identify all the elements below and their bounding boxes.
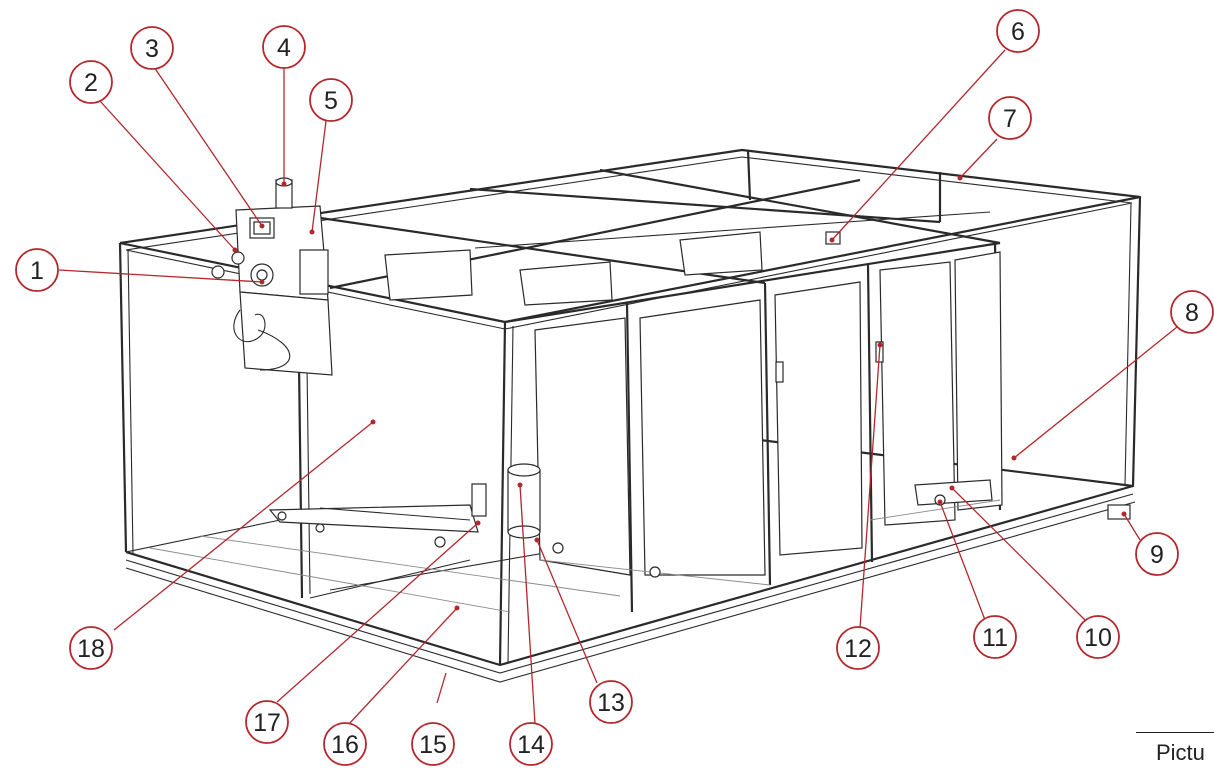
leader-lines: [58, 49, 1178, 726]
callout-10: 10: [1076, 615, 1120, 659]
callout-2: 2: [69, 60, 113, 104]
internal-containers: [268, 231, 1003, 586]
callout-7: 7: [988, 96, 1032, 140]
callout-18: 18: [69, 626, 113, 670]
figure-caption: Pictu: [1136, 728, 1214, 770]
callout-8: 8: [1170, 290, 1214, 334]
callout-17-label: 17: [253, 709, 281, 737]
callout-13: 13: [589, 680, 633, 724]
callout-8-label: 8: [1185, 299, 1199, 327]
callout-17: 17: [245, 700, 289, 744]
callout-15-label: 15: [419, 731, 447, 759]
callout-1: 1: [15, 248, 59, 292]
callout-2-label: 2: [84, 69, 98, 97]
callout-9-label: 9: [1150, 541, 1164, 569]
callout-12: 12: [836, 626, 880, 670]
callout-3: 3: [130, 26, 174, 70]
callout-14: 14: [509, 722, 553, 766]
callout-14-label: 14: [517, 731, 545, 759]
callout-15: 15: [411, 722, 455, 766]
callout-4-label: 4: [277, 34, 291, 62]
callout-6: 6: [996, 9, 1040, 53]
callout-13-label: 13: [597, 689, 625, 717]
callout-16-label: 16: [331, 731, 359, 759]
callout-1-label: 1: [30, 257, 44, 285]
callout-12-label: 12: [844, 635, 872, 663]
callout-16: 16: [323, 722, 367, 766]
callout-18-label: 18: [77, 635, 105, 663]
callout-11-label: 11: [982, 624, 1008, 652]
callout-11: 11: [973, 615, 1017, 659]
callout-10-label: 10: [1084, 624, 1112, 652]
control-panel: [211, 177, 333, 376]
callout-5: 5: [309, 78, 353, 122]
callout-4: 4: [262, 25, 306, 69]
caption-text: Pictu: [1156, 740, 1205, 765]
callout-7-label: 7: [1003, 105, 1017, 133]
callout-3-label: 3: [145, 35, 159, 63]
callout-6-label: 6: [1011, 18, 1025, 46]
callout-9: 9: [1135, 532, 1179, 576]
caption-rule: [1136, 732, 1214, 733]
callout-5-label: 5: [324, 87, 338, 115]
